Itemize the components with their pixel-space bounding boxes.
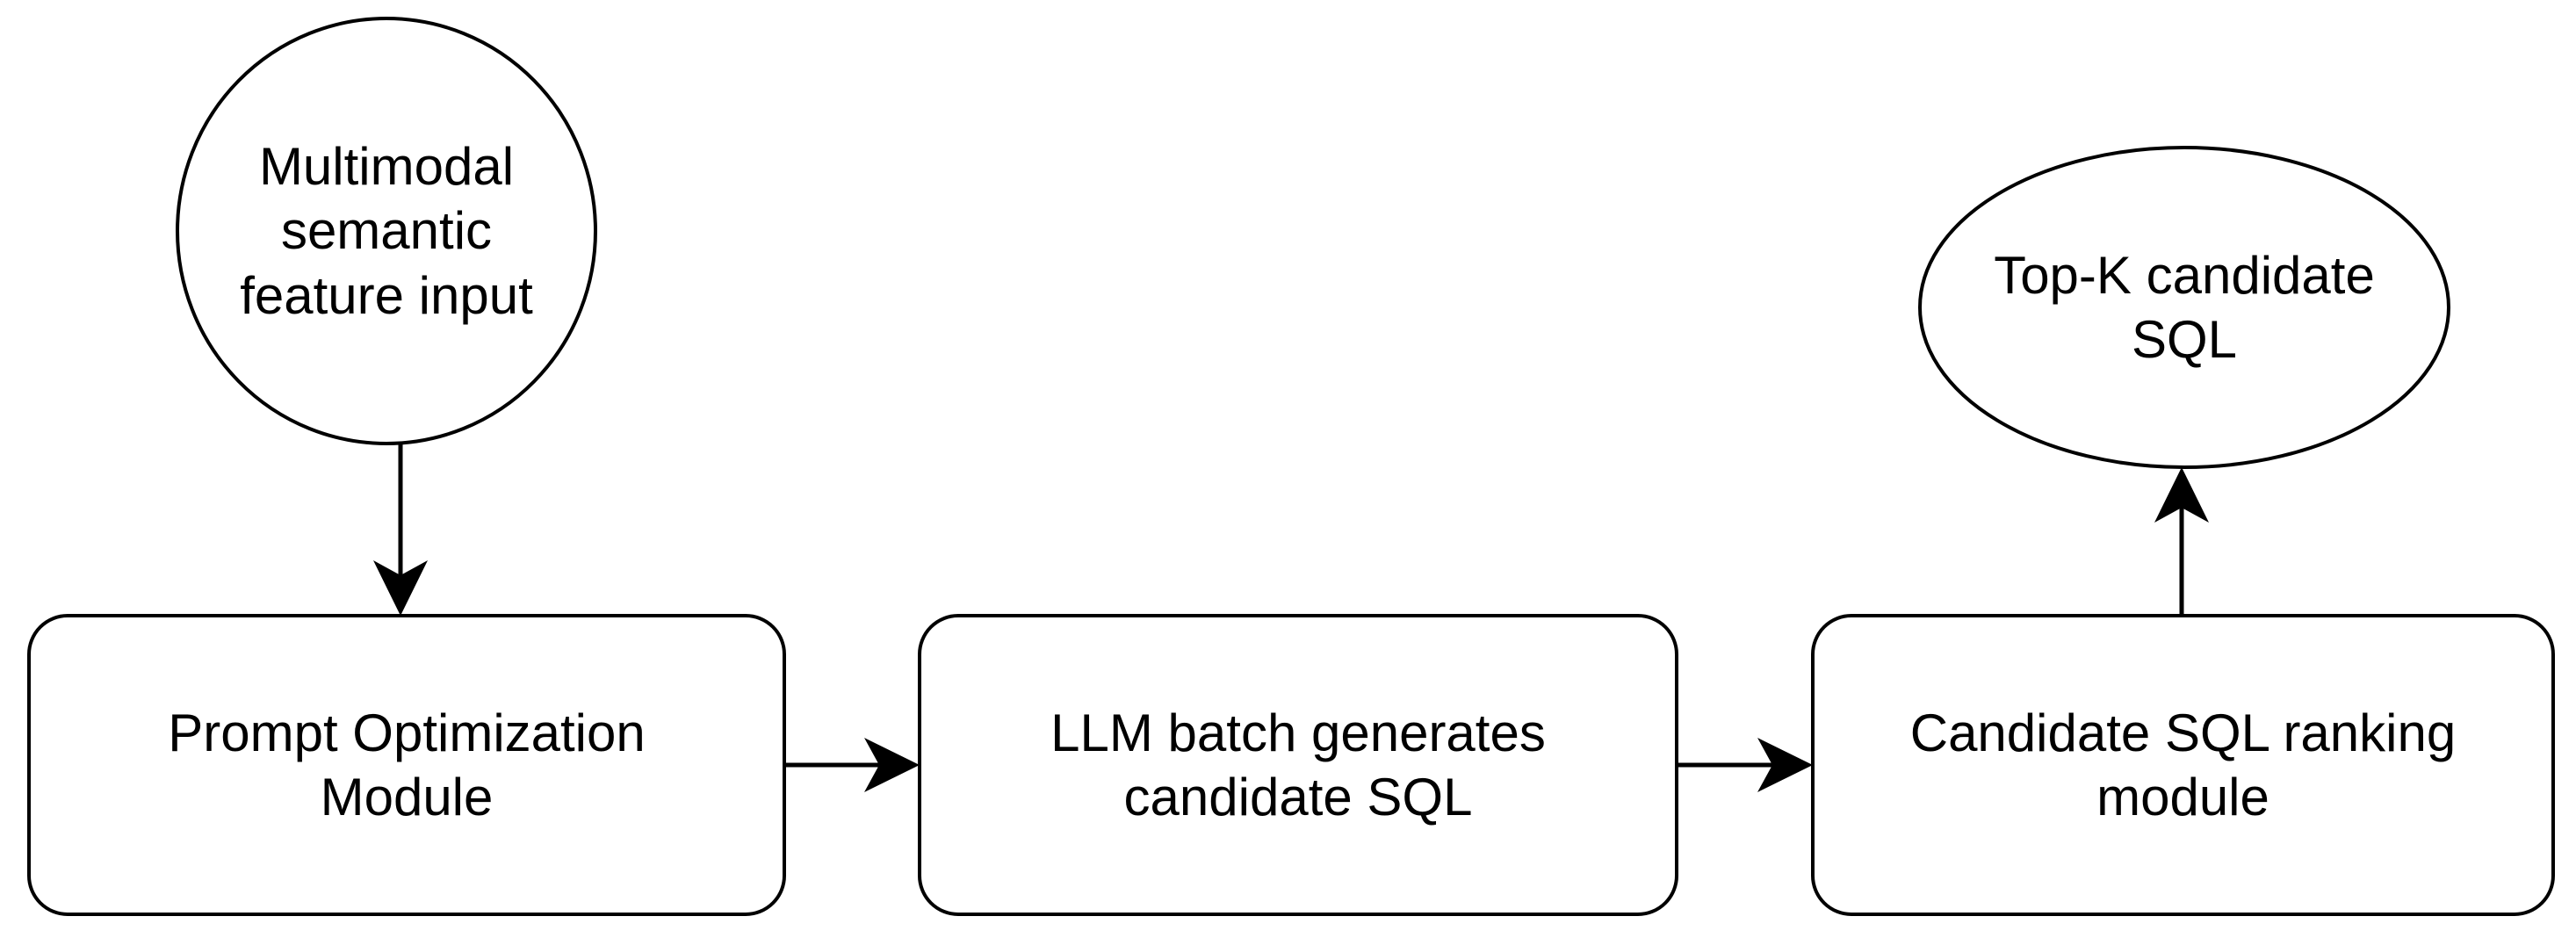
node-llm-batch-generates-shape[interactable]: [918, 614, 1678, 916]
edge-prompt-to-llm: [784, 738, 920, 792]
edge-ranking-to-topk: [2154, 467, 2209, 616]
edge-input-to-prompt: [373, 442, 428, 616]
node-prompt-optimization-module-shape[interactable]: [27, 614, 786, 916]
node-candidate-sql-ranking-shape[interactable]: [1811, 614, 2555, 916]
node-multimodal-input-shape[interactable]: [176, 17, 597, 445]
node-topk-candidate-sql-shape[interactable]: [1918, 146, 2450, 469]
edge-llm-to-ranking: [1677, 738, 1813, 792]
